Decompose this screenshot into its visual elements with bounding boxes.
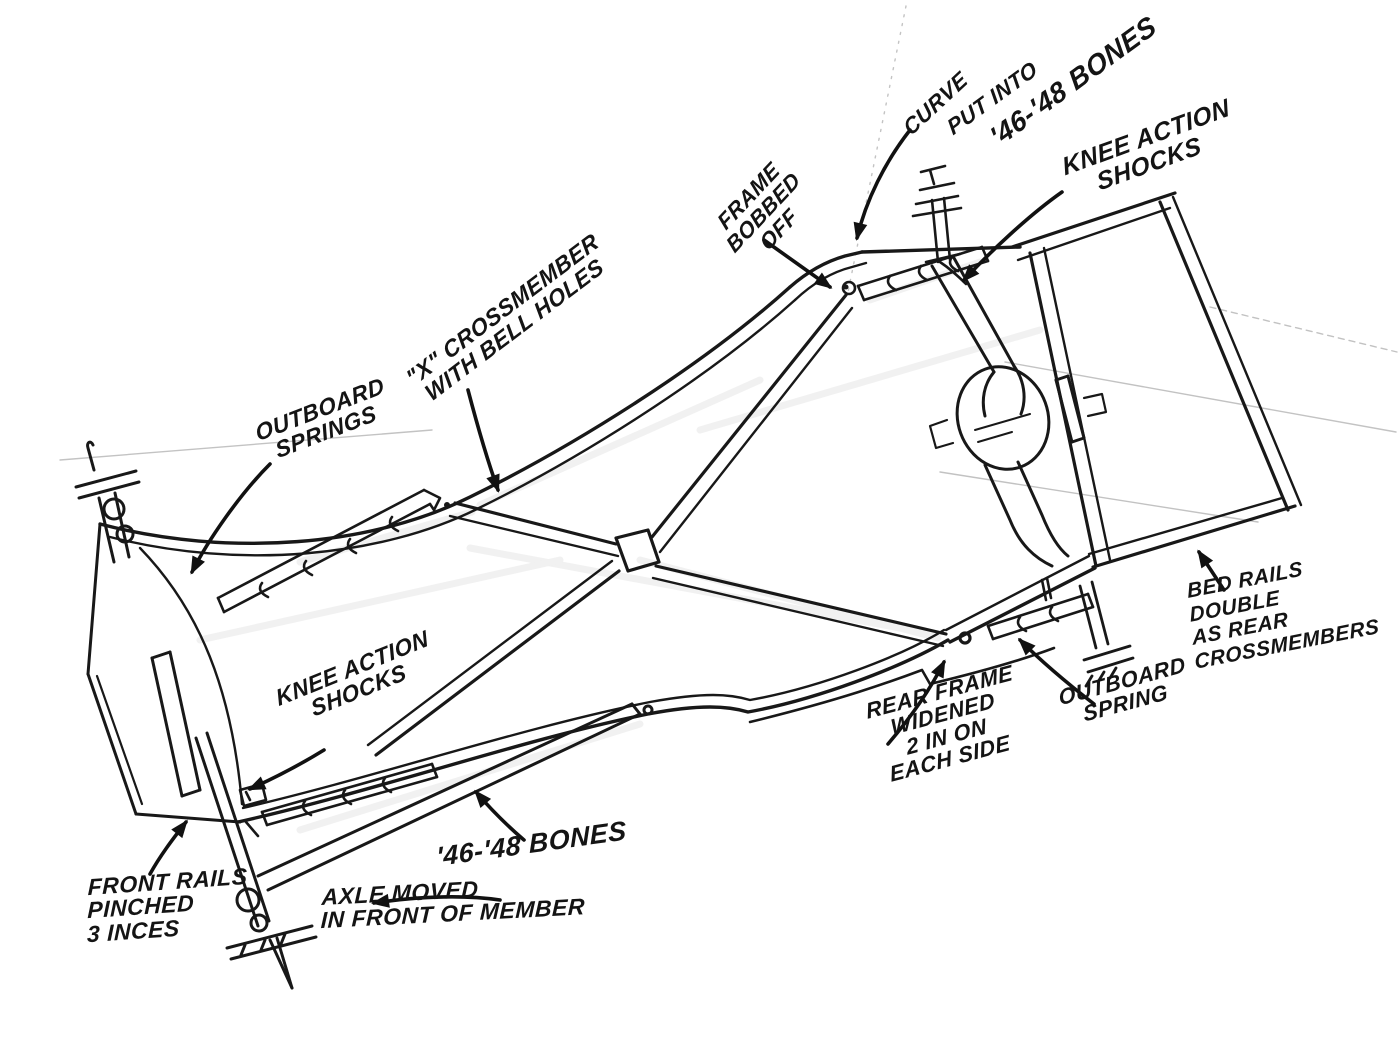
arrow-bed-rails	[1197, 549, 1226, 592]
front-wishbone-bones	[256, 702, 654, 892]
arrow-bones-front	[474, 789, 526, 842]
front-end-structure	[74, 440, 244, 824]
leader-arrows	[148, 128, 1226, 908]
label-front-rails-pinched: FRONT RAILS PINCHED 3 INCES	[87, 863, 248, 947]
upper-left-spring	[216, 488, 442, 614]
arrow-outboard-rear	[1017, 637, 1096, 706]
arrow-knee-top	[961, 190, 1064, 283]
arrow-knee-bottom	[247, 748, 326, 791]
arrow-front-rails	[148, 819, 188, 876]
arrow-outboard-front	[190, 462, 272, 575]
arrow-rear-widened	[886, 659, 946, 746]
rear-bottom-spring	[986, 576, 1095, 641]
rear-top-spring	[841, 245, 990, 302]
knee-shock-top	[911, 164, 968, 286]
arrow-axle-moved	[371, 893, 502, 908]
front-axle	[194, 731, 318, 990]
knee-shock-rear	[1078, 580, 1135, 688]
x-crossmember	[366, 293, 972, 757]
rear-axle-assembly	[928, 256, 1108, 568]
arrow-frame-bobbed	[762, 238, 833, 289]
arrow-curve-bones	[853, 128, 912, 241]
arrow-x-crossmember	[466, 388, 500, 493]
